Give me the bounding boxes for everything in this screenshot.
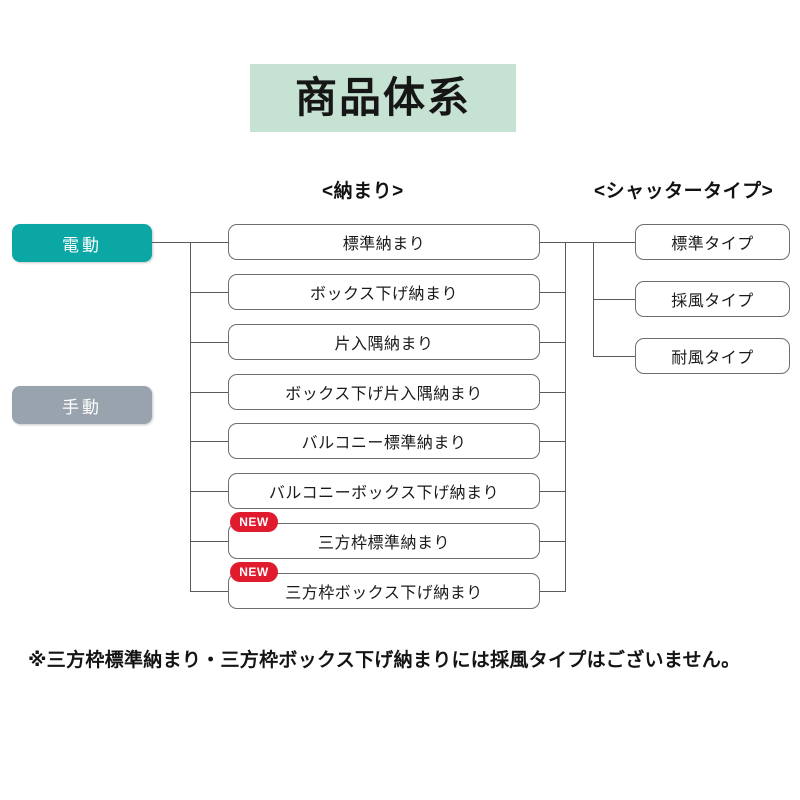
connector-right-branch-7 (540, 541, 566, 543)
connector-shutter-branch-2 (593, 299, 635, 301)
connector-left-branch-4 (190, 392, 228, 394)
connector-right-branch-3 (540, 342, 566, 344)
page-title: 商品体系 (294, 74, 471, 121)
osamari-node-3-label: 片入隅納まり (334, 336, 434, 353)
osamari-node-4-label: ボックス下げ片入隅納まり (285, 386, 483, 403)
connector-shutter-branch-3 (593, 356, 635, 358)
shutter-type-node-1[interactable]: 標準タイプ (635, 224, 790, 260)
osamari-node-3[interactable]: 片入隅納まり (228, 324, 540, 360)
connector-shutter-bridge (565, 242, 594, 244)
connector-electric-stub (152, 242, 190, 244)
osamari-node-7-label: 三方枠標準納まり (317, 535, 450, 552)
osamari-node-2-label: ボックス下げ納まり (309, 286, 459, 303)
mode-button-electric[interactable]: 電動 (12, 224, 152, 262)
connector-left-branch-7 (190, 541, 228, 543)
osamari-node-4[interactable]: ボックス下げ片入隅納まり (228, 374, 540, 410)
osamari-node-1[interactable]: 標準納まり (228, 224, 540, 260)
connector-right-branch-4 (540, 392, 566, 394)
connector-left-trunk (190, 242, 192, 591)
column-header-osamari: <納まり> (322, 181, 404, 202)
shutter-type-node-3-label: 耐風タイプ (671, 350, 754, 367)
osamari-node-7[interactable]: 三方枠標準納まり (228, 523, 540, 559)
new-badge-osamari-7: NEW (230, 512, 278, 532)
connector-right-trunk (565, 242, 567, 591)
connector-right-branch-6 (540, 491, 566, 493)
mode-button-manual-label: 手動 (62, 397, 102, 417)
osamari-node-5-label: バルコニー標準納まり (301, 435, 467, 452)
connector-right-branch-5 (540, 441, 566, 443)
new-badge-osamari-8: NEW (230, 562, 278, 582)
connector-left-branch-3 (190, 342, 228, 344)
connector-left-branch-2 (190, 292, 228, 294)
osamari-node-1-label: 標準納まり (342, 236, 426, 253)
connector-left-branch-6 (190, 491, 228, 493)
connector-right-branch-8 (540, 591, 566, 593)
footnote-text: ※三方枠標準納まり・三方枠ボックス下げ納まりには採風タイプはございません。 (28, 650, 741, 671)
osamari-node-8-label: 三方枠ボックス下げ納まり (285, 585, 483, 602)
osamari-node-2[interactable]: ボックス下げ納まり (228, 274, 540, 310)
mode-button-manual[interactable]: 手動 (12, 386, 152, 424)
shutter-type-node-2-label: 採風タイプ (671, 293, 754, 310)
osamari-node-8[interactable]: 三方枠ボックス下げ納まり (228, 573, 540, 609)
connector-right-branch-2 (540, 292, 566, 294)
shutter-type-node-3[interactable]: 耐風タイプ (635, 338, 790, 374)
connector-left-branch-8 (190, 591, 228, 593)
column-header-shutter-type: <シャッタータイプ> (594, 181, 774, 202)
connector-shutter-branch-1 (593, 242, 635, 244)
shutter-type-node-1-label: 標準タイプ (671, 236, 754, 253)
osamari-node-6-label: バルコニーボックス下げ納まり (268, 485, 500, 502)
connector-right-branch-1 (540, 242, 566, 244)
connector-left-branch-5 (190, 441, 228, 443)
page-title-band: 商品体系 (250, 64, 516, 132)
connector-left-branch-1 (190, 242, 228, 244)
osamari-node-6[interactable]: バルコニーボックス下げ納まり (228, 473, 540, 509)
mode-button-electric-label: 電動 (62, 235, 102, 255)
shutter-type-node-2[interactable]: 採風タイプ (635, 281, 790, 317)
osamari-node-5[interactable]: バルコニー標準納まり (228, 423, 540, 459)
